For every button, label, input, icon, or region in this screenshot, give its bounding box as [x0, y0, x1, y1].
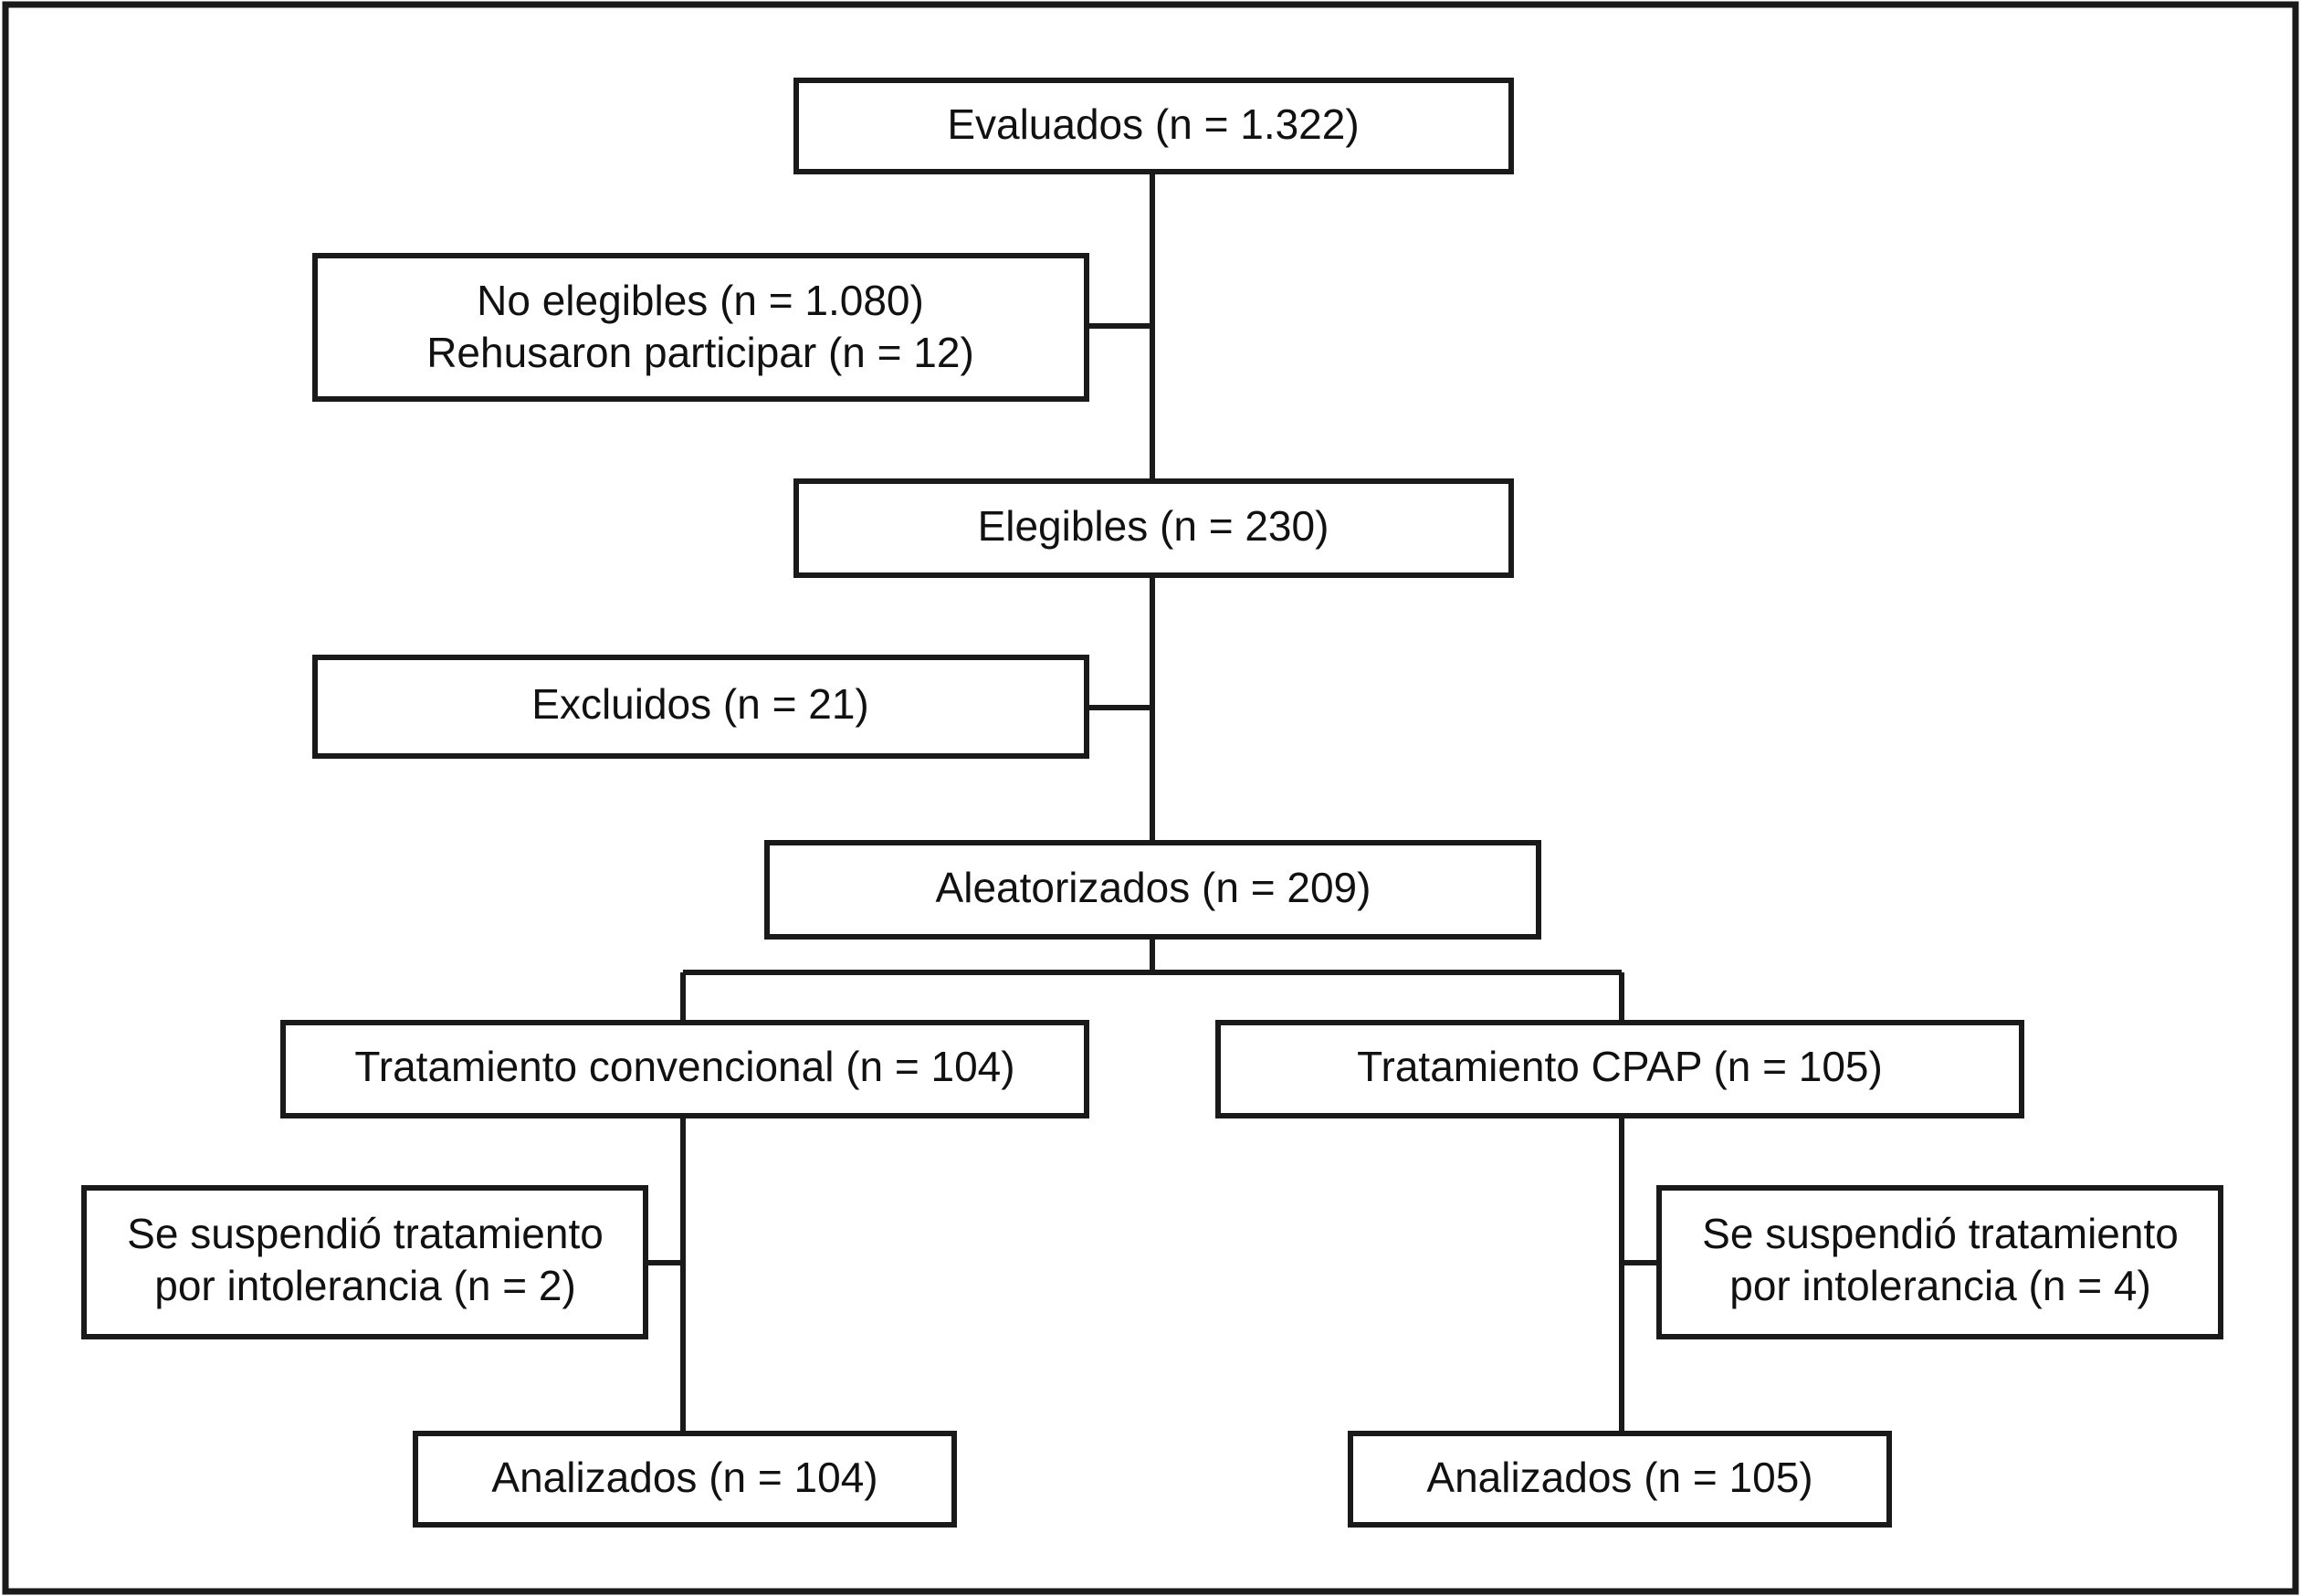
node-no-elegibles-label-line2: Rehusaron participar (n = 12) [426, 329, 974, 376]
node-elegibles-label: Elegibles (n = 230) [978, 502, 1329, 550]
node-tratamiento-convencional: Tratamiento convencional (n = 104) [280, 1020, 1089, 1118]
node-suspendido-cpap-label-line1: Se suspendió tratamiento [1702, 1210, 2179, 1257]
node-suspendido-convencional-label-line1: Se suspendió tratamiento [127, 1210, 604, 1257]
node-analizados-cpap-label: Analizados (n = 105) [1426, 1454, 1812, 1501]
node-excluidos-label: Excluidos (n = 21) [531, 680, 868, 728]
node-tratamiento-cpap-label: Tratamiento CPAP (n = 105) [1357, 1043, 1883, 1090]
node-evaluados: Evaluados (n = 1.322) [793, 78, 1514, 174]
node-analizados-convencional: Analizados (n = 104) [413, 1431, 957, 1528]
node-suspendido-cpap-box [1656, 1185, 2223, 1339]
node-evaluados-label: Evaluados (n = 1.322) [947, 100, 1359, 148]
node-no-elegibles: No elegibles (n = 1.080) Rehusaron parti… [312, 253, 1089, 402]
node-suspendido-cpap: Se suspendió tratamiento por intoleranci… [1656, 1185, 2223, 1339]
node-tratamiento-convencional-label: Tratamiento convencional (n = 104) [354, 1043, 1014, 1090]
node-excluidos: Excluidos (n = 21) [312, 655, 1089, 759]
node-no-elegibles-box [312, 253, 1089, 402]
node-suspendido-convencional-box [81, 1185, 648, 1339]
node-elegibles-box [793, 478, 1514, 578]
node-excluidos-box [312, 655, 1089, 759]
node-suspendido-cpap-label-line2: por intolerancia (n = 4) [1729, 1262, 2151, 1309]
node-analizados-convencional-label: Analizados (n = 104) [491, 1454, 877, 1501]
node-suspendido-convencional: Se suspendió tratamiento por intoleranci… [81, 1185, 648, 1339]
node-analizados-cpap-box [1348, 1431, 1892, 1528]
node-analizados-convencional-box [413, 1431, 957, 1528]
node-aleatorizados: Aleatorizados (n = 209) [764, 840, 1541, 940]
node-no-elegibles-label-line1: No elegibles (n = 1.080) [477, 277, 924, 324]
node-analizados-cpap: Analizados (n = 105) [1348, 1431, 1892, 1528]
node-tratamiento-cpap-box [1215, 1020, 2024, 1118]
node-aleatorizados-label: Aleatorizados (n = 209) [936, 864, 1371, 911]
node-evaluados-box [793, 78, 1514, 174]
node-tratamiento-cpap: Tratamiento CPAP (n = 105) [1215, 1020, 2024, 1118]
node-tratamiento-convencional-box [280, 1020, 1089, 1118]
connector-group [646, 172, 1659, 1433]
node-aleatorizados-box [764, 840, 1541, 940]
node-suspendido-convencional-label-line2: por intolerancia (n = 2) [154, 1262, 576, 1309]
node-elegibles: Elegibles (n = 230) [793, 478, 1514, 578]
